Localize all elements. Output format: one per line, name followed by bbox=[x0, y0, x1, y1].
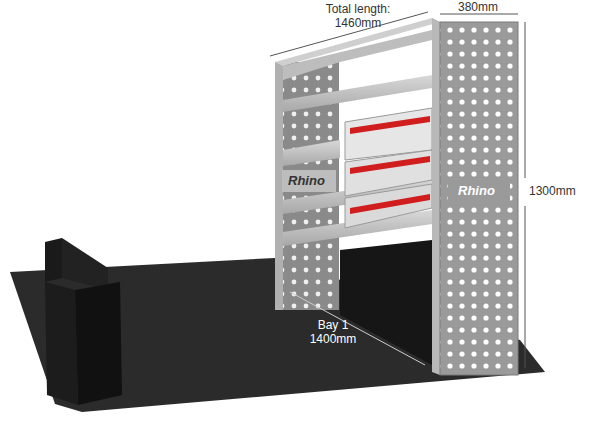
top-shelf bbox=[283, 30, 432, 80]
dimension-label: Total length: 1460mm bbox=[318, 2, 398, 30]
dimension-label: 1300mm bbox=[529, 184, 576, 198]
dimension-line bbox=[525, 22, 526, 178]
lower-bay bbox=[340, 240, 432, 365]
shelf bbox=[283, 75, 432, 112]
wheel-arch bbox=[75, 282, 122, 405]
end-panel-outline bbox=[440, 22, 518, 375]
drawer-handle bbox=[350, 116, 430, 134]
end-panel bbox=[440, 22, 518, 375]
wheel-arch bbox=[62, 238, 108, 290]
drawer-handle bbox=[350, 156, 430, 174]
dimension-label: Bay 1 1400mm bbox=[308, 318, 358, 346]
dimension-line bbox=[525, 206, 526, 368]
brand-logo: Rhino bbox=[288, 173, 325, 188]
logo-plate bbox=[282, 170, 336, 192]
end-panel-edge bbox=[432, 18, 440, 375]
dimension-label: 380mm bbox=[458, 0, 498, 14]
logo-plate bbox=[448, 178, 510, 204]
brand-logo: Rhino bbox=[458, 183, 495, 198]
left-upright-edge bbox=[275, 62, 283, 310]
wheel-arch bbox=[45, 282, 78, 405]
shelf bbox=[283, 140, 340, 166]
wheel-arch bbox=[45, 238, 62, 282]
drawer bbox=[345, 184, 432, 228]
dimension-line bbox=[290, 292, 425, 365]
drawer-handle bbox=[350, 194, 430, 214]
